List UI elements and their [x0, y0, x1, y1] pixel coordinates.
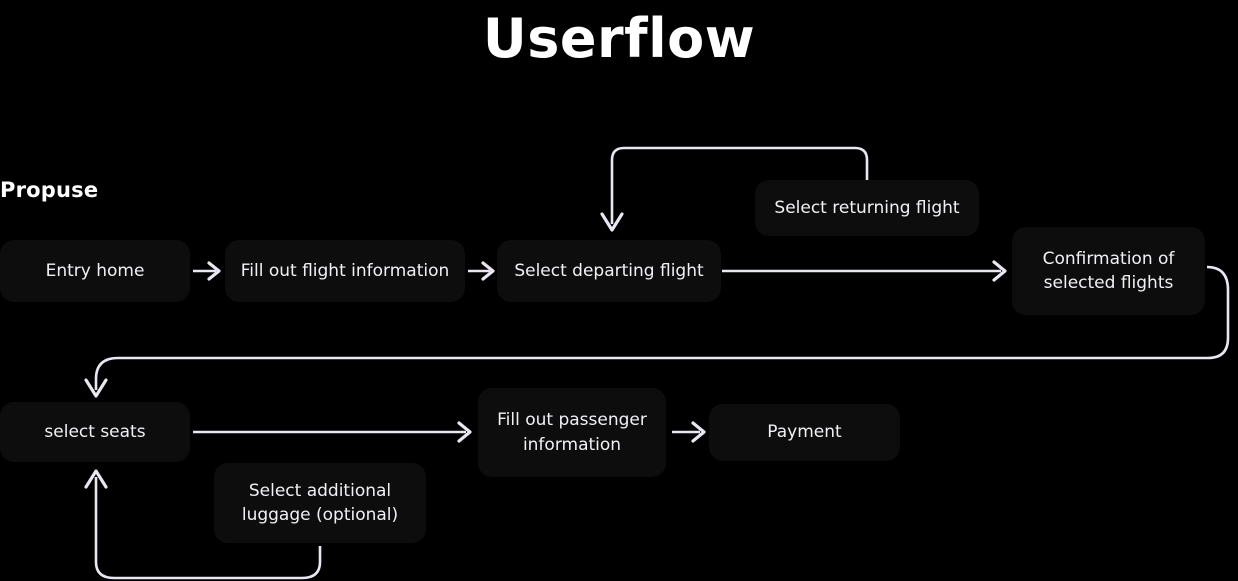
node-select-seats[interactable]: select seats	[0, 402, 190, 462]
page-title: Userflow	[482, 7, 756, 70]
node-entry-home[interactable]: Entry home	[0, 240, 190, 302]
node-label-line-1: Select additional	[248, 480, 392, 501]
node-payment[interactable]: Payment	[709, 404, 900, 461]
node-confirmation-of-selected-flights[interactable]: Confirmation of selected flights	[1012, 227, 1205, 315]
node-label: Select returning flight	[774, 197, 960, 218]
node-label: Select departing flight	[514, 260, 704, 281]
node-select-additional-luggage[interactable]: Select additional luggage (optional)	[214, 463, 426, 543]
node-label-line-2: selected flights	[1043, 273, 1174, 293]
node-label: select seats	[44, 421, 146, 442]
node-label: Entry home	[45, 260, 145, 281]
node-fill-out-passenger-information[interactable]: Fill out passenger information	[478, 388, 666, 477]
edge-entry-home-to-fill-flight-info	[193, 261, 221, 281]
node-label-line-2: information	[522, 434, 622, 455]
node-select-returning-flight[interactable]: Select returning flight	[755, 180, 979, 236]
section-label-propuse: Propuse	[0, 178, 99, 202]
node-select-departing-flight[interactable]: Select departing flight	[497, 240, 721, 302]
node-label-line-2: luggage (optional)	[241, 505, 399, 525]
edge-select-seats-to-fill-passenger-info	[193, 421, 472, 443]
edge-fill-passenger-info-to-payment	[672, 421, 706, 443]
node-label-line-1: Confirmation of	[1042, 248, 1175, 269]
edge-select-departing-flight-to-confirmation	[722, 260, 1007, 282]
node-fill-out-flight-information[interactable]: Fill out flight information	[225, 240, 465, 302]
node-label: Payment	[767, 422, 842, 443]
edge-fill-flight-info-to-select-departing-flight	[468, 261, 495, 281]
node-label: Fill out flight information	[240, 260, 450, 281]
node-label-line-1: Fill out passenger	[497, 410, 647, 431]
